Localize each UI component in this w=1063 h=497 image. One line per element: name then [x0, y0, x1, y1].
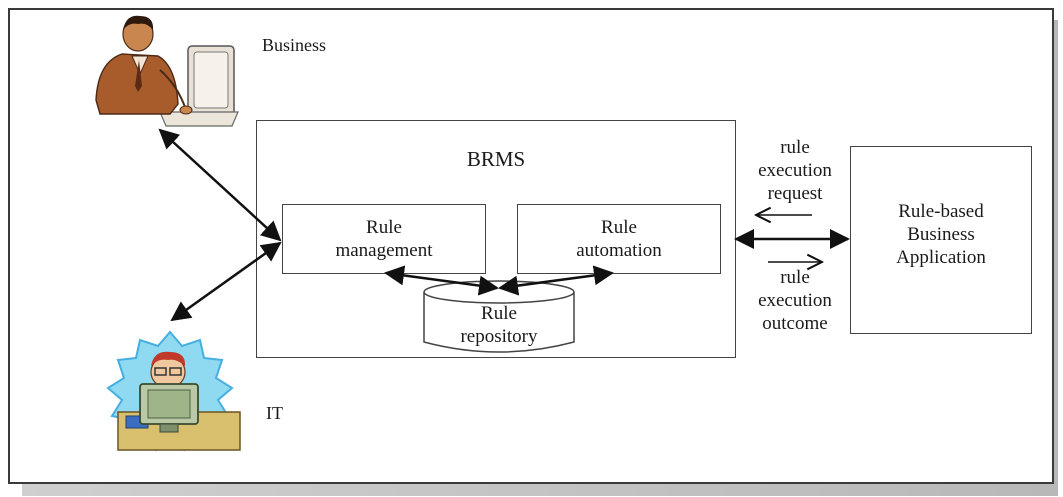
outcome-label-line2: execution: [758, 290, 832, 311]
rule-management-label-line1: Rule: [366, 217, 402, 238]
request-label-line3: request: [767, 183, 823, 204]
it-label: IT: [266, 403, 283, 423]
business-label: Business: [262, 35, 327, 55]
rule-automation-label-line1: Rule: [601, 217, 637, 238]
application-label-line2: Business: [907, 224, 975, 245]
request-label-line2: execution: [758, 160, 832, 181]
rule-automation-box: [517, 204, 721, 274]
rule-automation-label-line2: automation: [576, 240, 662, 261]
request-label-line1: rule: [780, 137, 810, 158]
rule-repository-label-line2: repository: [460, 326, 538, 347]
outcome-label-line1: rule: [780, 267, 810, 288]
rule-based-application-box: [850, 146, 1032, 334]
business-to-rule-management-arrow: [158, 128, 282, 242]
rule-management-box: [282, 204, 486, 274]
application-label-line3: Application: [896, 247, 986, 268]
rule-repository-label-line1: Rule: [481, 303, 517, 324]
outcome-label-line3: outcome: [762, 313, 828, 334]
it-to-rule-management-arrow: [170, 241, 282, 322]
automation-to-repository-arrow: [498, 265, 614, 296]
rule-management-label-line2: management: [335, 240, 433, 261]
management-to-repository-arrow: [384, 265, 499, 296]
brms-title: BRMS: [466, 147, 526, 171]
application-label-line1: Rule-based: [898, 201, 984, 222]
